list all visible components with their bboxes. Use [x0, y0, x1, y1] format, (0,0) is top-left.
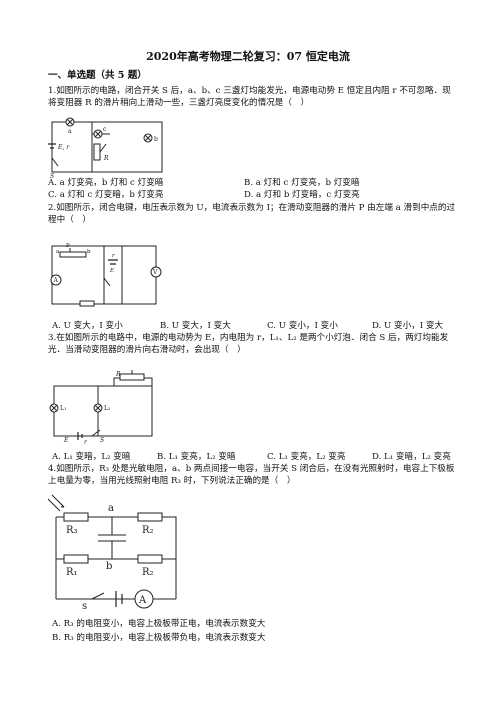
q1-label-er: E, r — [57, 144, 70, 151]
q3-label-s: S — [100, 437, 104, 444]
q2-label-e: E — [109, 268, 114, 274]
q4-label-r2-top: R₂ — [142, 525, 154, 536]
q3-option-b[interactable]: B. L₁ 变亮，L₂ 变暗 — [157, 452, 236, 462]
q1-circuit-diagram: a c b E, r S R — [48, 117, 163, 180]
q1-label-a: a — [68, 128, 72, 135]
q4-ammeter-label: A — [138, 595, 147, 606]
q2-label-r: r — [112, 253, 115, 259]
q3-circuit-diagram: R L₁ L₂ E r S — [49, 370, 153, 446]
q1-option-a[interactable]: A. a 灯变亮，b 灯和 c 灯变暗 — [48, 178, 164, 188]
q4-label-b: b — [106, 561, 112, 572]
q1-text: 1.如图所示的电路，闭合开关 S 后，a、b、c 三盏灯均能发光，电源电动势 E… — [48, 86, 451, 108]
q3-option-d[interactable]: D. L₁ 变暗，L₂ 变亮 — [372, 452, 451, 462]
q3-label-l2: L₂ — [104, 405, 111, 412]
q3-label-e: E — [63, 437, 69, 444]
q1-label-b: b — [154, 136, 158, 143]
q2-label-p: P — [66, 243, 70, 249]
q4-label-r3: R₃ — [66, 525, 78, 536]
q4-circuit-diagram: R₃ a R₂ R₁ b R₂ s A — [47, 494, 177, 612]
q1-label-r: R — [103, 155, 109, 162]
q4-label-a: a — [108, 503, 114, 514]
q2-option-d[interactable]: D. U 变小，I 变大 — [372, 321, 444, 331]
q2-text: 2.如图所示，闭合电键，电压表示数为 U，电流表示数为 I；在滑动变阻器的滑片 … — [48, 203, 456, 225]
q3-label-r: R — [115, 371, 121, 378]
q4-label-r2-bottom: R₂ — [142, 567, 154, 578]
q1-label-c: c — [103, 126, 107, 133]
section-heading: 一、单选题（共 5 题） — [48, 70, 147, 81]
q1-option-c[interactable]: C. a 灯和 c 灯变暗，b 灯变亮 — [48, 190, 164, 200]
q3-option-c[interactable]: C. L₁ 变亮，L₂ 变亮 — [267, 452, 346, 462]
q2-circuit-diagram: P a b r E V A — [50, 243, 162, 307]
q1-option-d[interactable]: D. a 灯和 b 灯变暗，c 灯变亮 — [244, 190, 360, 200]
q2-label-a: a — [56, 249, 60, 255]
page-title: 2020年高考物理二轮复习：07 恒定电流 — [146, 50, 350, 63]
q3-option-a[interactable]: A. L₁ 变暗，L₂ 变暗 — [52, 452, 131, 462]
q3-label-l1: L₁ — [60, 405, 66, 412]
q2-voltmeter-label: V — [152, 269, 158, 276]
q2-option-b[interactable]: B. U 变大，I 变大 — [160, 321, 231, 331]
q4-label-s: s — [82, 601, 87, 612]
q4-option-a[interactable]: A. R₃ 的电阻变小，电容上极板带正电，电流表示数变大 — [52, 619, 266, 629]
q1-option-b[interactable]: B. a 灯和 c 灯变亮，b 灯变暗 — [244, 178, 360, 188]
q2-option-c[interactable]: C. U 变小，I 变小 — [267, 321, 338, 331]
q4-text: 4.如图所示，R₃ 处是光敏电阻，a、b 两点间接一电容，当开关 S 闭合后，在… — [48, 464, 455, 486]
q4-option-b[interactable]: B. R₃ 的电阻变小，电容上极板带负电，电流表示数变大 — [52, 633, 266, 643]
q2-label-b: b — [87, 249, 91, 255]
q3-label-small-r: r — [84, 439, 88, 446]
q4-label-r1: R₁ — [66, 567, 78, 578]
q2-option-a[interactable]: A. U 变大，I 变小 — [52, 321, 123, 331]
q3-text: 3.在如图所示的电路中，电源的电动势为 E，内电阻为 r，L₁、L₂ 是两个小灯… — [48, 333, 449, 355]
q2-ammeter-label: A — [53, 277, 59, 284]
q1-label-s: S — [50, 173, 54, 180]
